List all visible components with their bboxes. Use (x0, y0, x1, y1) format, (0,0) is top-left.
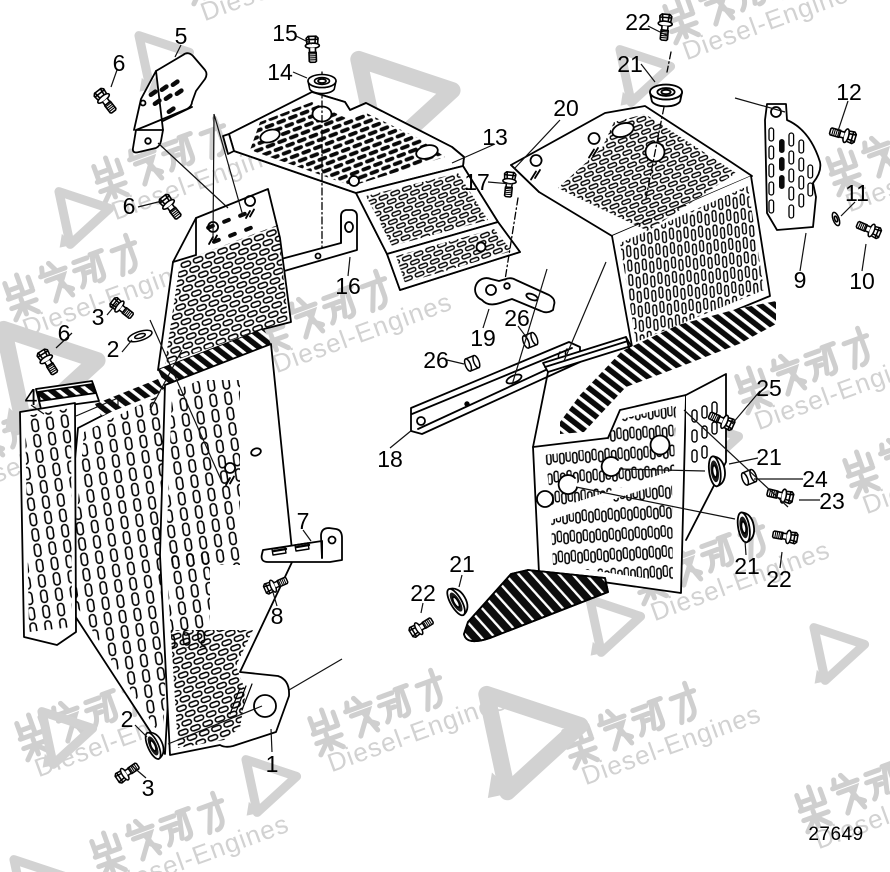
svg-text:15: 15 (272, 20, 298, 46)
svg-text:20: 20 (553, 95, 579, 121)
svg-text:22: 22 (625, 9, 651, 35)
svg-text:6: 6 (58, 320, 71, 346)
svg-text:24: 24 (802, 466, 828, 492)
svg-text:3: 3 (92, 304, 105, 330)
svg-text:26: 26 (504, 305, 530, 331)
svg-text:9: 9 (794, 267, 807, 293)
svg-text:21: 21 (617, 51, 643, 77)
svg-text:27649: 27649 (808, 824, 863, 845)
svg-text:6: 6 (123, 193, 136, 219)
svg-text:22: 22 (410, 580, 436, 606)
svg-text:21: 21 (756, 444, 782, 470)
svg-text:4: 4 (25, 384, 38, 410)
svg-text:19: 19 (470, 325, 496, 351)
svg-text:23: 23 (819, 488, 845, 514)
svg-text:7: 7 (297, 508, 310, 534)
svg-text:18: 18 (377, 446, 403, 472)
svg-text:6: 6 (113, 50, 126, 76)
svg-text:1: 1 (266, 751, 279, 777)
svg-text:26: 26 (423, 347, 449, 373)
svg-text:10: 10 (849, 268, 875, 294)
svg-text:12: 12 (836, 79, 862, 105)
svg-text:17: 17 (464, 169, 490, 195)
svg-text:21: 21 (449, 551, 475, 577)
svg-text:11: 11 (845, 180, 869, 206)
svg-text:14: 14 (267, 59, 293, 85)
svg-text:21: 21 (734, 553, 760, 579)
svg-text:22: 22 (766, 566, 792, 592)
svg-text:25: 25 (756, 375, 782, 401)
svg-text:2: 2 (107, 336, 120, 362)
svg-text:5: 5 (175, 23, 188, 49)
svg-text:8: 8 (271, 603, 284, 629)
svg-text:16: 16 (335, 273, 361, 299)
svg-text:13: 13 (482, 124, 508, 150)
svg-text:2: 2 (121, 706, 134, 732)
svg-text:3: 3 (142, 775, 155, 801)
